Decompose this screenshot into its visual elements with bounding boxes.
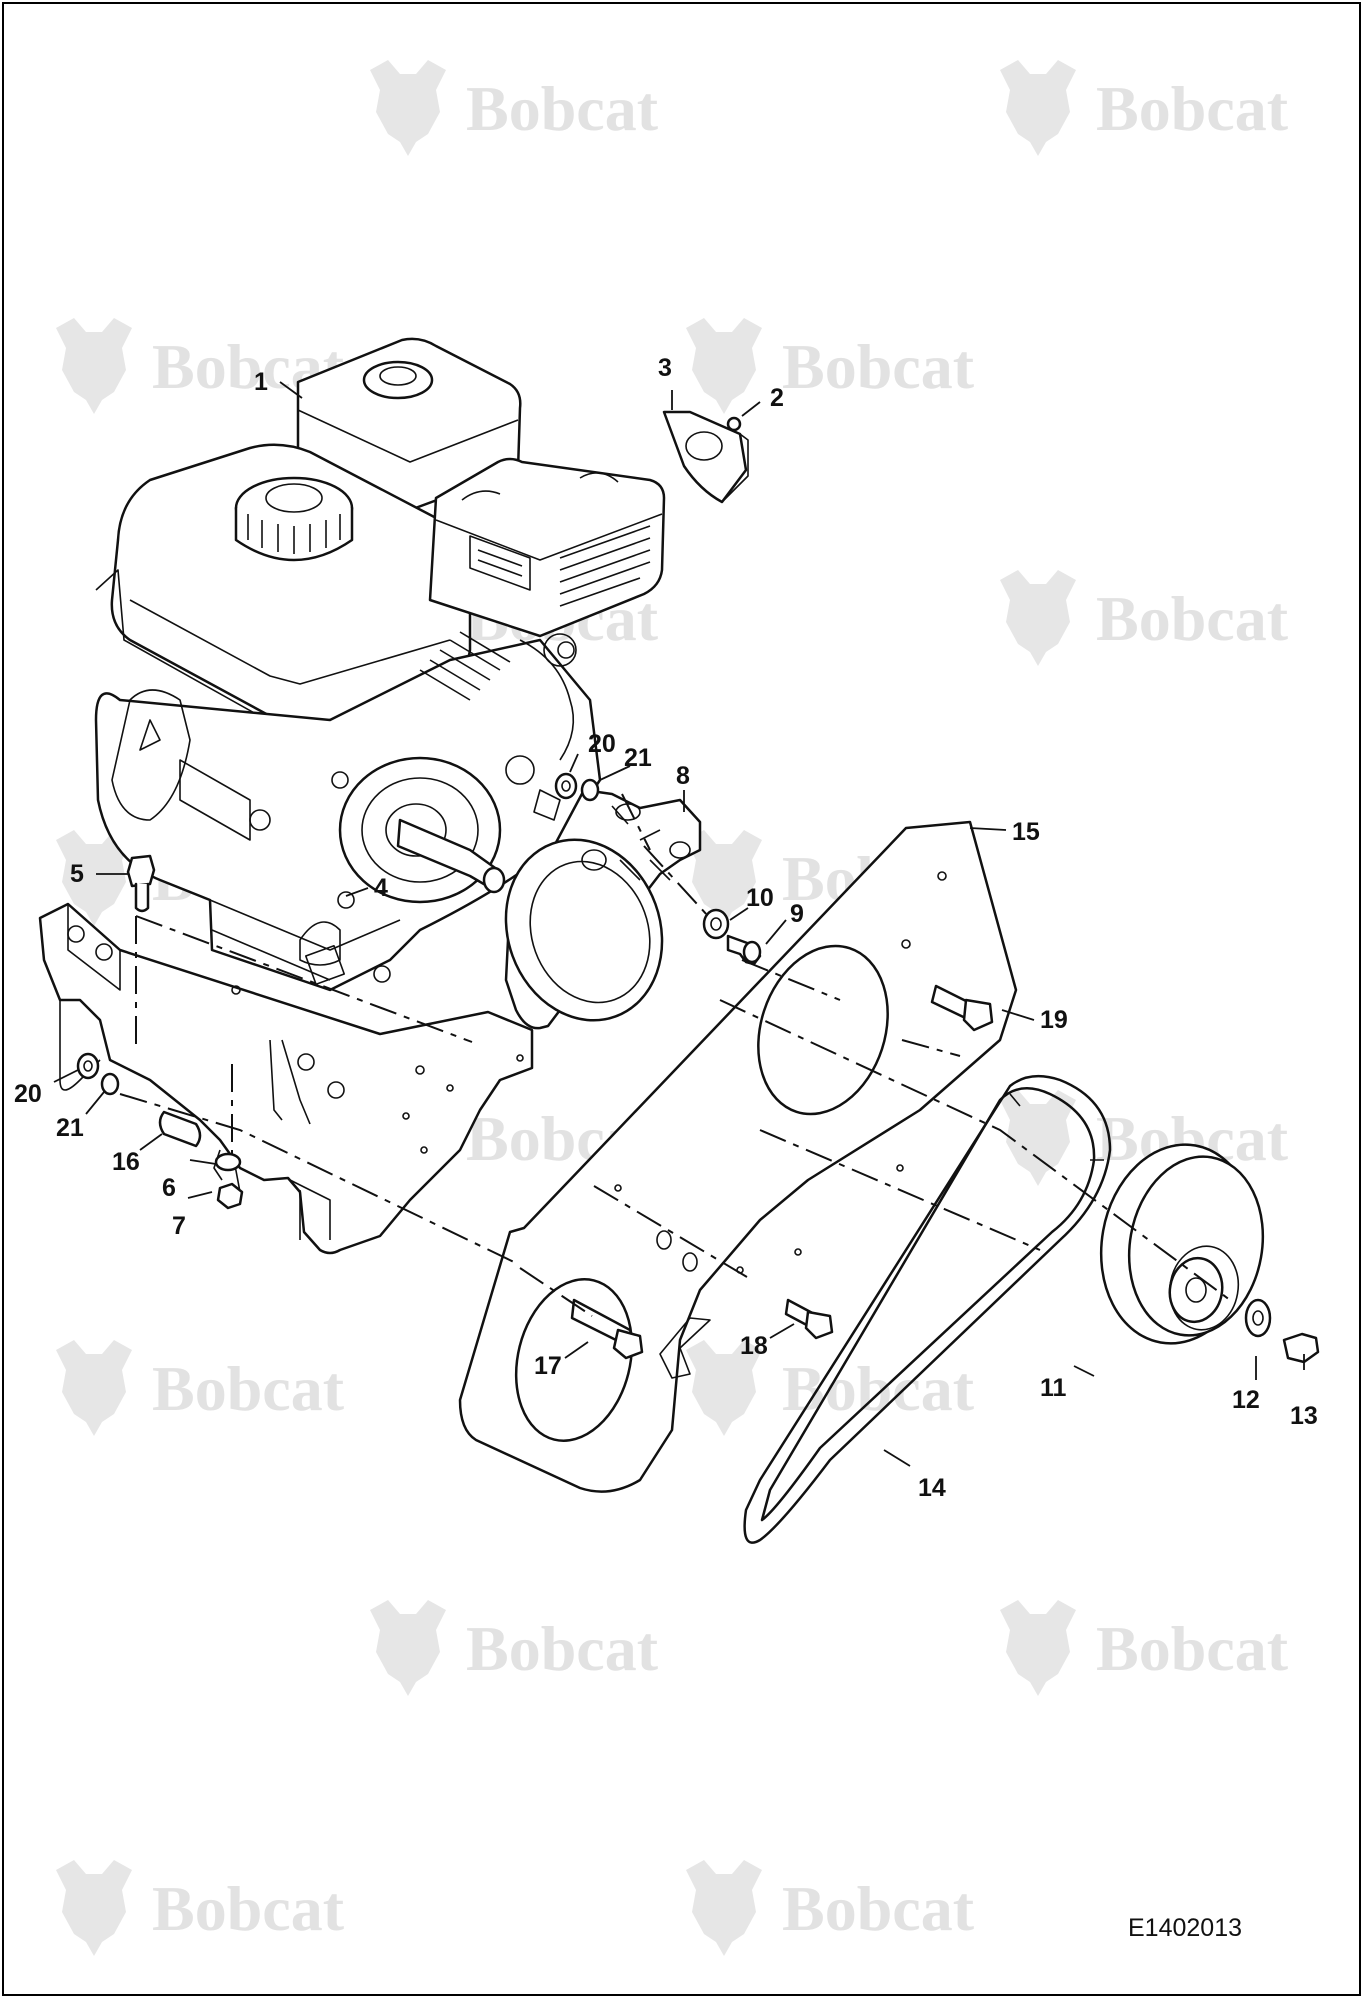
callout-leader-lines bbox=[53, 381, 1305, 1467]
callout-21-lower: 21 bbox=[56, 1114, 84, 1142]
watermark: Bobcat bbox=[370, 1600, 659, 1696]
callout-17: 17 bbox=[534, 1352, 562, 1380]
bobcat-logo-icon bbox=[56, 318, 132, 414]
callout-18: 18 bbox=[740, 1332, 768, 1360]
callout-8: 8 bbox=[676, 762, 690, 790]
callout-2: 2 bbox=[770, 384, 784, 412]
bobcat-logo-icon bbox=[56, 1860, 132, 1956]
bolt-5-drawing bbox=[126, 854, 156, 913]
assembly-center-lines bbox=[119, 793, 1231, 1317]
callout-15: 15 bbox=[1012, 818, 1040, 846]
watermark: Bobcat bbox=[56, 1340, 345, 1436]
watermark-text: Bobcat bbox=[152, 1353, 345, 1424]
lower-left-hardware-drawing bbox=[76, 1052, 244, 1210]
machine-frame-drawing bbox=[38, 902, 534, 1255]
watermark: Bobcat bbox=[1000, 570, 1289, 666]
bobcat-logo-icon bbox=[686, 1860, 762, 1956]
callout-1: 1 bbox=[254, 368, 268, 396]
bobcat-logo-icon bbox=[370, 1600, 446, 1696]
bobcat-logo-icon bbox=[370, 60, 446, 156]
callout-16: 16 bbox=[112, 1148, 140, 1176]
pulley-assembly-drawing bbox=[1099, 1143, 1320, 1364]
washer-20-21-upper-drawing bbox=[554, 772, 600, 802]
bobcat-logo-icon bbox=[56, 1340, 132, 1436]
watermark: Bobcat bbox=[686, 1860, 975, 1956]
plate-bolts-drawing bbox=[570, 984, 994, 1360]
bobcat-logo-icon bbox=[686, 318, 762, 414]
callout-5: 5 bbox=[70, 860, 84, 888]
callout-19: 19 bbox=[1040, 1006, 1068, 1034]
watermark-text: Bobcat bbox=[466, 1613, 659, 1684]
watermark-text: Bobcat bbox=[152, 1873, 345, 1944]
watermark: Bobcat bbox=[370, 60, 659, 156]
callout-20-upper: 20 bbox=[588, 730, 616, 758]
bobcat-logo-icon bbox=[1000, 1600, 1076, 1696]
bobcat-logo-icon bbox=[1000, 60, 1076, 156]
watermark: Bobcat bbox=[56, 1860, 345, 1956]
callout-13: 13 bbox=[1290, 1402, 1318, 1430]
callout-14: 14 bbox=[918, 1474, 946, 1502]
callout-11: 11 bbox=[1040, 1374, 1067, 1402]
engine-drawing bbox=[94, 337, 666, 992]
bobcat-logo-icon bbox=[1000, 570, 1076, 666]
callout-21-upper: 21 bbox=[624, 744, 652, 772]
watermark-text: Bobcat bbox=[466, 73, 659, 144]
v-belt-drawing bbox=[743, 1074, 1112, 1544]
watermark: Bobcat bbox=[1000, 1600, 1289, 1696]
callout-7: 7 bbox=[172, 1212, 186, 1240]
watermark-text: Bobcat bbox=[782, 1873, 975, 1944]
watermark: Bobcat bbox=[1000, 60, 1289, 156]
watermark-text: Bobcat bbox=[1096, 73, 1289, 144]
callout-3: 3 bbox=[658, 354, 672, 382]
callout-9: 9 bbox=[790, 900, 804, 928]
callout-4: 4 bbox=[374, 874, 388, 902]
watermark-text: Bobcat bbox=[782, 331, 975, 402]
watermark-text: Bobcat bbox=[1096, 583, 1289, 654]
callout-20-lower: 20 bbox=[14, 1080, 42, 1108]
callout-6: 6 bbox=[162, 1174, 176, 1202]
watermark: Bobcat bbox=[686, 318, 975, 414]
drawing-id: E1402013 bbox=[1128, 1914, 1242, 1942]
washer-bolt-10-9-drawing bbox=[702, 908, 762, 966]
clutch-guard-drawing bbox=[504, 788, 702, 1030]
watermark-text: Bobcat bbox=[1096, 1613, 1289, 1684]
muffler-bracket-drawing bbox=[662, 410, 749, 504]
callout-labels: 1 2 3 4 5 6 7 8 9 10 11 12 13 14 15 16 1… bbox=[14, 354, 1318, 1502]
callout-12: 12 bbox=[1232, 1386, 1260, 1414]
callout-10: 10 bbox=[746, 884, 774, 912]
